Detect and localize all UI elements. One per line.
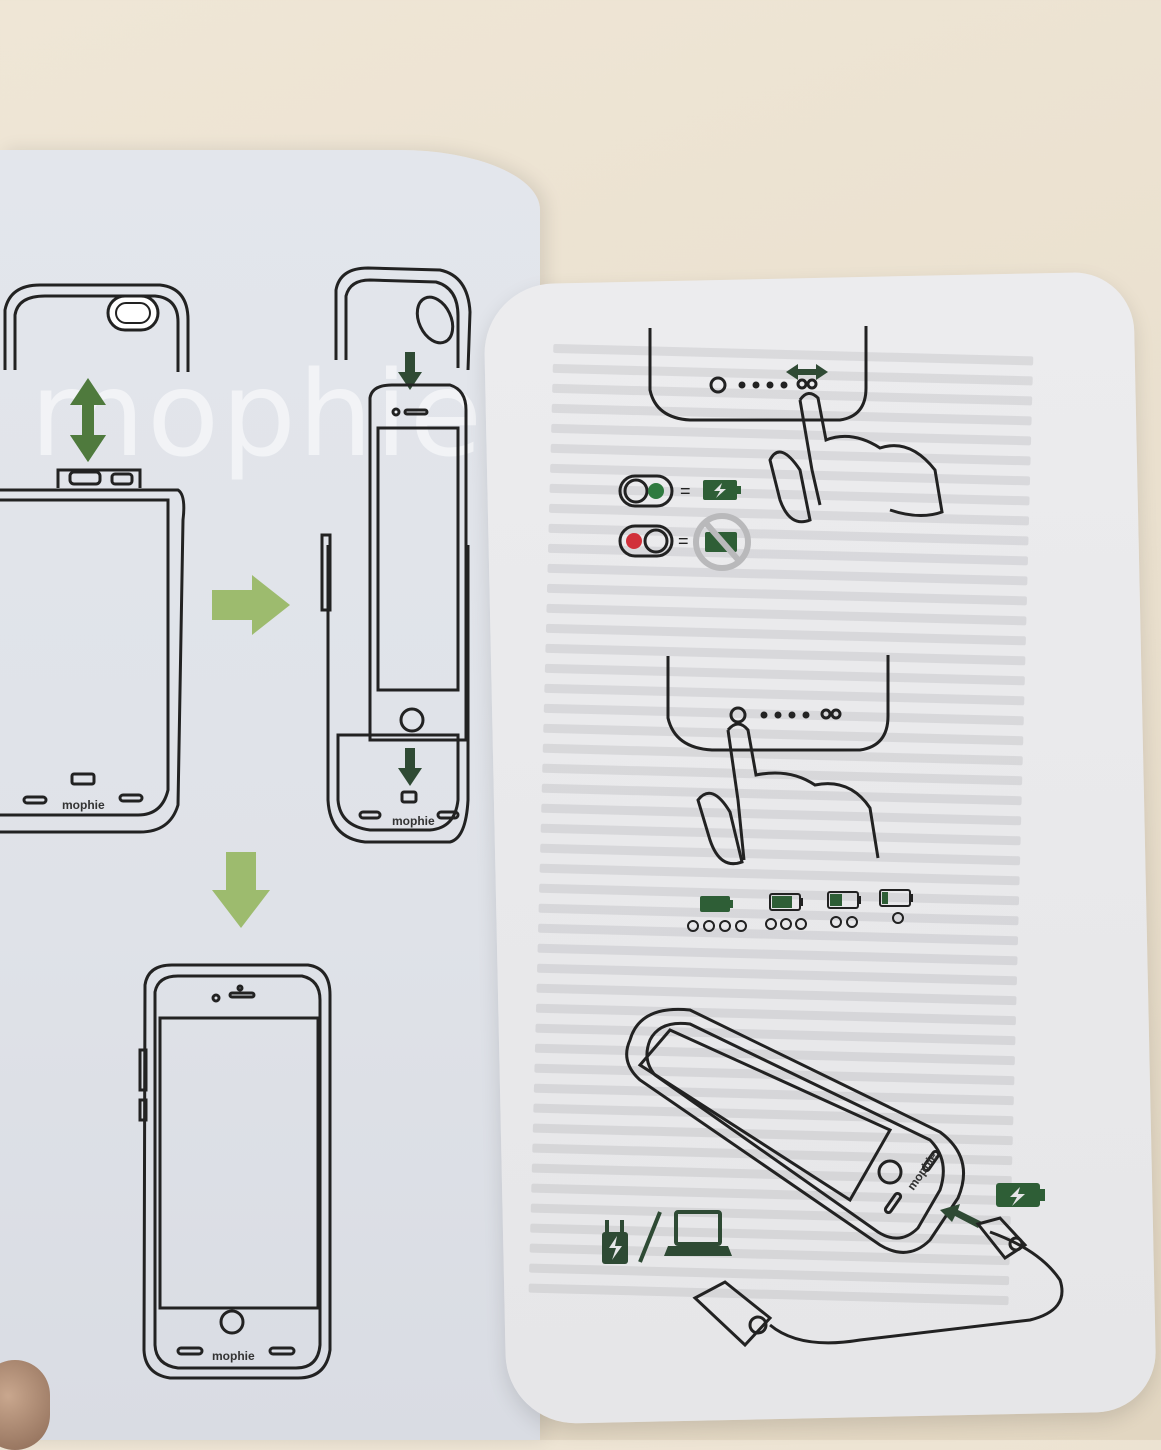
insert-arrow-icon (940, 1204, 982, 1228)
finger-press-icon (696, 722, 880, 866)
svg-text:=: = (680, 481, 691, 501)
case-top-cap-left (3, 283, 190, 372)
switch-red-legend: = (618, 524, 689, 558)
battery-level-legend (687, 889, 913, 932)
battery-low-icon (879, 889, 913, 924)
battery-no-charge-icon (693, 513, 751, 571)
battery-full-icon (687, 896, 747, 932)
battery-charged-icon (703, 480, 741, 500)
down-arrow-bottom-icon (398, 748, 422, 786)
finger-press-icon (768, 392, 944, 524)
case-brand-label: mophie (392, 814, 435, 828)
assembled-phone-case (138, 963, 332, 1380)
battery-case-body (0, 468, 186, 834)
slash-divider (638, 1211, 662, 1263)
switch-green-legend: = (618, 474, 691, 508)
green-down-arrow-icon (212, 852, 270, 928)
left-page (0, 150, 540, 1440)
case-bottom-switch-diagram (648, 326, 868, 422)
case-bottom-button-diagram (666, 655, 890, 752)
battery-three-quarter-icon (765, 893, 807, 930)
battery-half-icon (827, 891, 861, 928)
usb-cable-icon (692, 1216, 1064, 1348)
thumb (0, 1360, 50, 1450)
case-brand-label: mophie (62, 798, 105, 812)
case-brand-label: mophie (904, 1150, 940, 1193)
battery-charging-icon (996, 1183, 1045, 1207)
phone-in-case (320, 383, 470, 844)
wall-plug-icon (602, 1220, 628, 1264)
phone-in-case-charging (625, 1007, 966, 1254)
slide-switch-arrow-icon (786, 364, 828, 380)
green-right-arrow-icon (212, 575, 290, 635)
case-brand-label: mophie (212, 1349, 255, 1363)
laptop-icon (664, 1210, 732, 1256)
svg-text:=: = (678, 531, 689, 551)
down-arrow-top-icon (398, 352, 422, 390)
case-top-cap-right (334, 266, 472, 371)
double-vertical-arrow-icon (70, 378, 106, 462)
